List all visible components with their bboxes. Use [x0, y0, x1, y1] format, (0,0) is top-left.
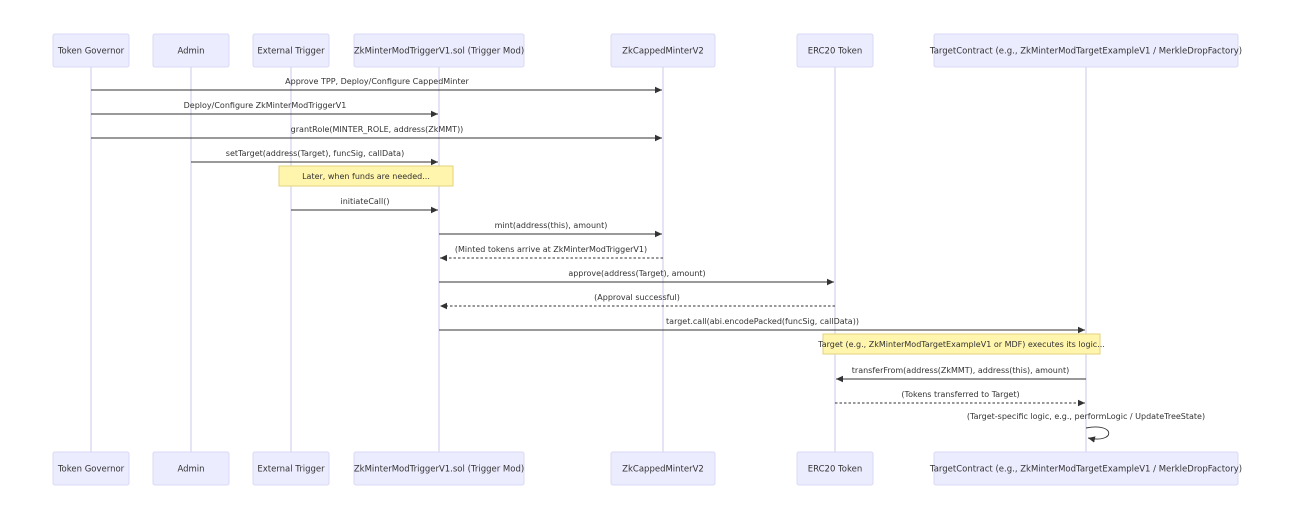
participant-ext-top: External Trigger: [252, 33, 330, 68]
participant-label: ZkMinterModTriggerV1.sol (Trigger Mod): [354, 47, 524, 57]
participant-label: TargetContract (e.g., ZkMinterModTargetE…: [929, 465, 1242, 475]
participant-box: [152, 451, 230, 486]
message-label: (Tokens transferred to Target): [901, 390, 1019, 399]
message: Deploy/Configure ZkMinterModTriggerV1: [91, 101, 438, 118]
message: (Approval successful): [440, 293, 835, 310]
message: target.call(abi.encodePacked(funcSig, ca…: [439, 317, 1085, 334]
participant-box: [52, 33, 130, 68]
message-label: grantRole(MINTER_ROLE, address(ZkMMT)): [291, 125, 464, 134]
message-label: transferFrom(address(ZkMMT), address(thi…: [852, 366, 1069, 375]
participant-box: [52, 451, 130, 486]
participant-gov-bottom: Token Governor: [52, 451, 130, 486]
note-text: Target (e.g., ZkMinterModTargetExampleV1…: [817, 340, 1105, 349]
note-box: [278, 165, 454, 187]
participant-target-bottom: TargetContract (e.g., ZkMinterModTargetE…: [929, 451, 1242, 486]
participant-capped-bottom: ZkCappedMinterV2: [610, 451, 716, 486]
note-text: Later, when funds are needed...: [302, 172, 430, 181]
message-label: (Minted tokens arrive at ZkMinterModTrig…: [455, 245, 647, 254]
message-label: Approve TPP, Deploy/Configure CappedMint…: [285, 77, 469, 86]
message: (Minted tokens arrive at ZkMinterModTrig…: [440, 245, 663, 262]
participant-label: External Trigger: [257, 465, 325, 475]
participant-label: ZkCappedMinterV2: [622, 465, 704, 475]
participant-box: [610, 33, 716, 68]
participant-box: [252, 33, 330, 68]
participant-box: [610, 451, 716, 486]
participant-ext-bottom: External Trigger: [252, 451, 330, 486]
participant-box: [353, 33, 525, 68]
participant-gov-top: Token Governor: [52, 33, 130, 68]
participant-box: [796, 451, 874, 486]
messages: Approve TPP, Deploy/Configure CappedMint…: [91, 77, 1205, 443]
message: (Tokens transferred to Target): [835, 390, 1085, 407]
participant-label: ZkCappedMinterV2: [622, 47, 704, 57]
message: Approve TPP, Deploy/Configure CappedMint…: [91, 77, 662, 94]
self-message-arrow: [1085, 426, 1110, 443]
note: Target (e.g., ZkMinterModTargetExampleV1…: [817, 333, 1105, 355]
message-label: initiateCall(): [340, 197, 389, 206]
message: (Target-specific logic, e.g., performLog…: [967, 412, 1205, 443]
participant-target-top: TargetContract (e.g., ZkMinterModTargetE…: [929, 33, 1242, 68]
note-box: [822, 333, 1101, 355]
participant-zkmmt-top: ZkMinterModTriggerV1.sol (Trigger Mod): [353, 33, 525, 68]
participant-capped-top: ZkCappedMinterV2: [610, 33, 716, 68]
message: initiateCall(): [291, 197, 438, 214]
message-label: (Approval successful): [594, 293, 680, 302]
participant-box: [933, 451, 1239, 486]
participant-box: [933, 33, 1239, 68]
participant-admin-bottom: Admin: [152, 451, 230, 486]
participant-label: ERC20 Token: [808, 47, 863, 57]
participant-label: Token Governor: [57, 47, 125, 57]
participant-box: [252, 451, 330, 486]
participant-label: External Trigger: [257, 47, 325, 57]
message-label: approve(address(Target), amount): [568, 269, 705, 278]
message: setTarget(address(Target), funcSig, call…: [191, 149, 438, 166]
message: approve(address(Target), amount): [439, 269, 834, 286]
participant-erc20-top: ERC20 Token: [796, 33, 874, 68]
message-label: (Target-specific logic, e.g., performLog…: [967, 412, 1205, 421]
participant-label: Admin: [177, 47, 204, 57]
message: transferFrom(address(ZkMMT), address(thi…: [836, 366, 1086, 383]
note: Later, when funds are needed...: [278, 165, 454, 187]
participant-box: [353, 451, 525, 486]
participant-label: TargetContract (e.g., ZkMinterModTargetE…: [929, 47, 1242, 57]
message-label: setTarget(address(Target), funcSig, call…: [226, 149, 404, 158]
participant-box: [796, 33, 874, 68]
participant-zkmmt-bottom: ZkMinterModTriggerV1.sol (Trigger Mod): [353, 451, 525, 486]
participant-label: ERC20 Token: [808, 465, 863, 475]
message: grantRole(MINTER_ROLE, address(ZkMMT)): [91, 125, 662, 142]
message: mint(address(this), amount): [439, 221, 662, 238]
participant-box: [152, 33, 230, 68]
message-label: Deploy/Configure ZkMinterModTriggerV1: [184, 101, 347, 110]
lifelines: [90, 67, 1087, 452]
participant-label: Admin: [177, 465, 204, 475]
message-label: mint(address(this), amount): [495, 221, 608, 230]
participant-admin-top: Admin: [152, 33, 230, 68]
participant-erc20-bottom: ERC20 Token: [796, 451, 874, 486]
participant-label: ZkMinterModTriggerV1.sol (Trigger Mod): [354, 465, 524, 475]
participant-label: Token Governor: [57, 465, 125, 475]
message-label: target.call(abi.encodePacked(funcSig, ca…: [666, 317, 859, 326]
